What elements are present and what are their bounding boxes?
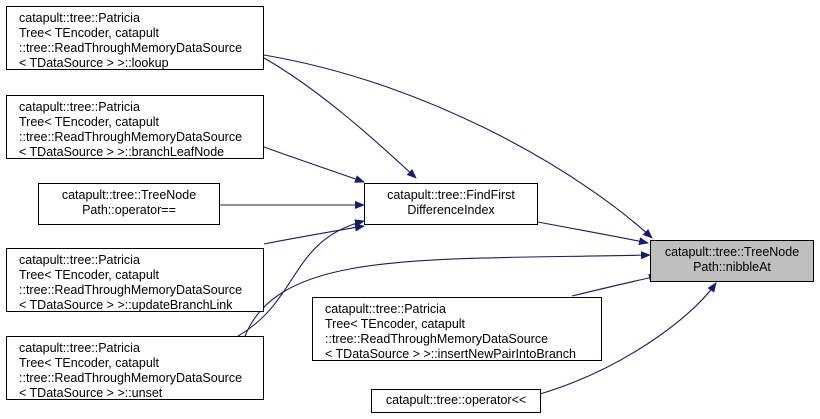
- node-line: catapult::tree::Patricia: [325, 302, 446, 316]
- node-line: Tree< TEncoder, catapult: [19, 356, 160, 370]
- node-line: Path::nibbleAt: [693, 260, 771, 274]
- node-line: catapult::tree::TreeNode: [664, 245, 800, 259]
- node-line: < TDataSource > >::insertNewPairIntoBran…: [325, 347, 576, 361]
- node-line: catapult::tree::Patricia: [19, 253, 140, 267]
- node-line: < TDataSource > >::branchLeafNode: [19, 145, 225, 159]
- node-patricia-branchleafnode[interactable]: catapult::tree::Patricia Tree< TEncoder,…: [6, 95, 264, 159]
- edge-branchleaf-to-findfirst: [263, 146, 365, 183]
- edge-update-to-findfirst: [263, 223, 365, 245]
- node-line: ::tree::ReadThroughMemoryDataSource: [19, 283, 243, 297]
- node-findfirstdifferenceindex[interactable]: catapult::tree::FindFirst DifferenceInde…: [364, 183, 538, 225]
- node-line: catapult::tree::FindFirst: [387, 188, 515, 202]
- node-patricia-unset[interactable]: catapult::tree::Patricia Tree< TEncoder,…: [6, 336, 264, 400]
- node-treenodepath-nibbleat[interactable]: catapult::tree::TreeNode Path::nibbleAt: [650, 240, 814, 282]
- edge-lookup-to-findfirst: [263, 57, 417, 179]
- node-line: catapult::tree::Patricia: [19, 341, 140, 355]
- edge-insert-to-nibbleat: [571, 273, 659, 297]
- node-line: catapult::tree::Patricia: [19, 11, 140, 25]
- node-line: < TDataSource > >::unset: [19, 386, 163, 400]
- node-line: Tree< TEncoder, catapult: [325, 317, 466, 331]
- node-patricia-lookup[interactable]: catapult::tree::Patricia Tree< TEncoder,…: [6, 6, 264, 70]
- node-line: catapult::tree::operator<<: [385, 393, 527, 407]
- node-line: DifferenceIndex: [407, 203, 495, 217]
- node-line: Tree< TEncoder, catapult: [19, 268, 160, 282]
- node-line: Tree< TEncoder, catapult: [19, 115, 160, 129]
- node-line: Tree< TEncoder, catapult: [19, 26, 160, 40]
- node-line: catapult::tree::TreeNode: [61, 188, 197, 202]
- node-line: ::tree::ReadThroughMemoryDataSource: [325, 332, 549, 346]
- node-patricia-updatebranchlink[interactable]: catapult::tree::Patricia Tree< TEncoder,…: [6, 248, 264, 312]
- node-patricia-insertnewpairintobranch[interactable]: catapult::tree::Patricia Tree< TEncoder,…: [312, 297, 602, 361]
- node-line: catapult::tree::Patricia: [19, 100, 140, 114]
- node-line: ::tree::ReadThroughMemoryDataSource: [19, 371, 243, 385]
- node-line: Path::operator==: [82, 203, 176, 217]
- edge-findfirst-to-nibbleat: [537, 221, 649, 246]
- node-treenodepath-operator-eq[interactable]: catapult::tree::TreeNode Path::operator=…: [38, 183, 220, 225]
- node-line: < TDataSource > >::lookup: [19, 56, 169, 70]
- node-tree-operator-shift[interactable]: catapult::tree::operator<<: [371, 389, 541, 413]
- node-line: ::tree::ReadThroughMemoryDataSource: [19, 130, 243, 144]
- node-line: < TDataSource > >::updateBranchLink: [19, 298, 233, 312]
- node-line: ::tree::ReadThroughMemoryDataSource: [19, 41, 243, 55]
